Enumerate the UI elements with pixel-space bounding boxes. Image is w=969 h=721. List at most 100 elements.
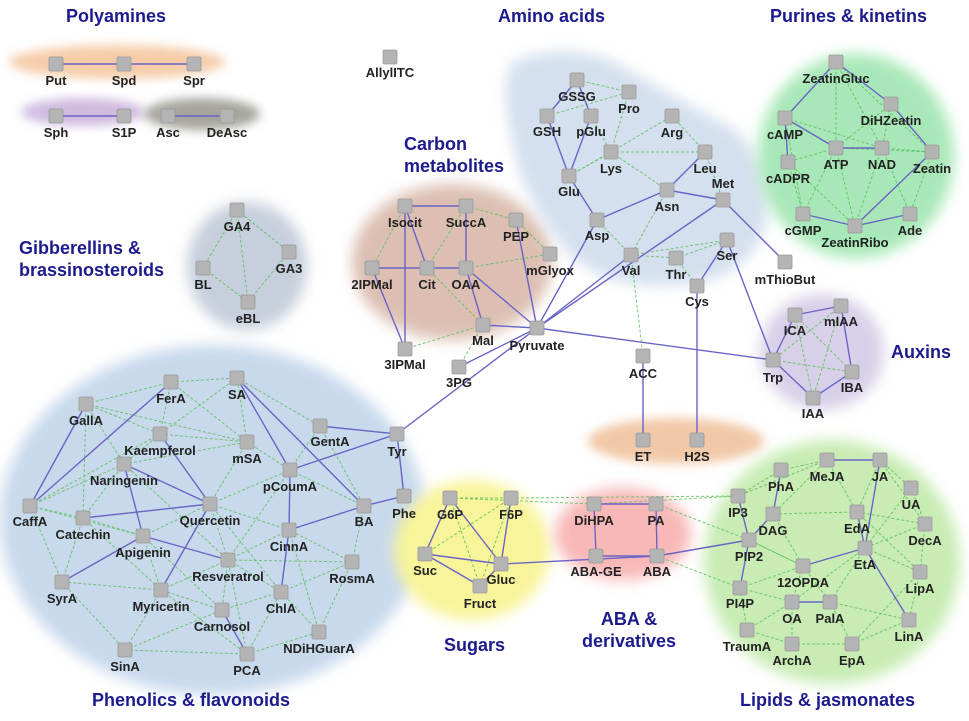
edge-Resveratrol-pCoumA [227, 469, 291, 561]
edge-SinA-Carnosol [124, 609, 223, 651]
edge-Apigenin-Naringenin [123, 463, 144, 537]
node-label: Isocit [388, 215, 423, 230]
node-label: PA [647, 513, 665, 528]
node-label: DiHPA [574, 513, 614, 528]
node-marker [903, 480, 919, 496]
node-marker [874, 140, 890, 156]
node-marker [503, 490, 519, 506]
edge-CaffA-Catechin [29, 505, 84, 519]
node-marker [493, 556, 509, 572]
node-pglu: pGlu [576, 108, 606, 139]
node-apigenin: Apigenin [115, 528, 171, 560]
edge-Met-Pyruvate [536, 199, 724, 329]
edge-Pyruvate-Trp [536, 327, 774, 361]
edge-OAA-mGlyox [465, 253, 551, 269]
node-marker [202, 496, 218, 512]
edge-EdA-DecA [856, 511, 926, 525]
node-label: mThioBut [755, 272, 816, 287]
edge-ZeatinRibo-Ade [854, 213, 911, 227]
node-marker [508, 212, 524, 228]
node-meja: MeJA [810, 452, 845, 484]
node-marker [195, 260, 211, 276]
node-val: Val [622, 247, 640, 278]
node-label: ChlA [266, 601, 297, 616]
node-lina: LinA [895, 612, 924, 644]
edge-ChlA-RosmA [280, 561, 353, 593]
node-marker [730, 488, 746, 504]
node-nad: NAD [868, 140, 896, 172]
node-label: MeJA [810, 469, 845, 484]
node-marker [635, 432, 651, 448]
node-allylitc: AllylITC [366, 49, 415, 80]
node-label: SA [228, 387, 247, 402]
node-label: Suc [413, 563, 437, 578]
node-aba-ge: ABA-GE [570, 548, 622, 579]
node-label: SyrA [47, 591, 78, 606]
edge-SinA-PCA [124, 649, 248, 655]
node-label: Naringenin [90, 473, 158, 488]
node-marker [135, 528, 151, 544]
node-naringenin: Naringenin [90, 456, 158, 488]
node-label: Fruct [464, 596, 497, 611]
node-thr: Thr [666, 250, 686, 282]
edge-Quercetin-ChlA [209, 503, 282, 593]
node-label: Tyr [387, 444, 406, 459]
node-label: GSSG [558, 89, 596, 104]
node-pha: PhA [768, 462, 795, 494]
node-label: Met [712, 176, 735, 191]
node-msa: mSA [232, 434, 262, 466]
node-label: cADPR [766, 171, 811, 186]
node-marker [603, 144, 619, 160]
node-label: JA [872, 469, 889, 484]
node-label: UA [902, 497, 921, 512]
node-marker [281, 244, 297, 260]
edge-Asp-Asn [596, 189, 668, 221]
edge-Cit-Isocit [404, 205, 428, 269]
node-leu: Leu [693, 144, 717, 176]
edge-DAG-12OPDA [772, 513, 804, 567]
group-label-lipids: Lipids & jasmonates [740, 690, 916, 710]
node-cys: Cys [685, 278, 709, 309]
node-marker [621, 84, 637, 100]
edge-F6P-IP3 [510, 495, 739, 499]
edge-Catechin-Naringenin [82, 463, 125, 519]
node-marker [417, 546, 433, 562]
edge-Resveratrol-Myricetin [160, 559, 229, 591]
node-marker [475, 317, 491, 333]
edge-CinnA-pCoumA [288, 469, 291, 531]
node-3ipmal: 3IPMal [384, 341, 426, 372]
edge-GallA-mSA [85, 403, 248, 443]
group-label-amino-acids: Amino acids [498, 6, 606, 26]
edge-ChlA-Carnosol [221, 591, 282, 611]
edge-CaffA-Apigenin [29, 505, 144, 537]
node-marker [773, 462, 789, 478]
node-label: DiHZeatin [861, 113, 922, 128]
edge-mSA-Quercetin [209, 441, 248, 505]
node-label: cGMP [785, 223, 822, 238]
node-epa: EpA [839, 636, 866, 668]
node-label: Lys [600, 161, 622, 176]
node-label: 3PG [446, 375, 472, 390]
node-chla: ChlA [266, 584, 297, 616]
node-sina: SinA [110, 642, 140, 674]
edge-FerA-Kaempferol [159, 381, 172, 435]
node-pro: Pro [618, 84, 640, 116]
edge-pGlu-Glu [568, 115, 592, 177]
node-2ipmal: 2IPMal [351, 260, 393, 292]
node-marker [833, 298, 849, 314]
node-marker [117, 642, 133, 658]
node-label: ArchA [772, 653, 812, 668]
node-marker [273, 584, 289, 600]
node-isocit: Isocit [388, 198, 423, 230]
node-label: Carnosol [194, 619, 250, 634]
node-label: ATP [823, 157, 848, 172]
node-gssg: GSSG [558, 72, 596, 104]
node-marker [883, 96, 899, 112]
edge-Leu-Met [704, 151, 724, 201]
node-pala: PalA [816, 594, 845, 626]
region-sugars [394, 480, 550, 620]
node-met: Met [712, 176, 735, 208]
node-label: ZeatinGluc [802, 71, 869, 86]
edge-DecA-LipA [919, 523, 926, 573]
